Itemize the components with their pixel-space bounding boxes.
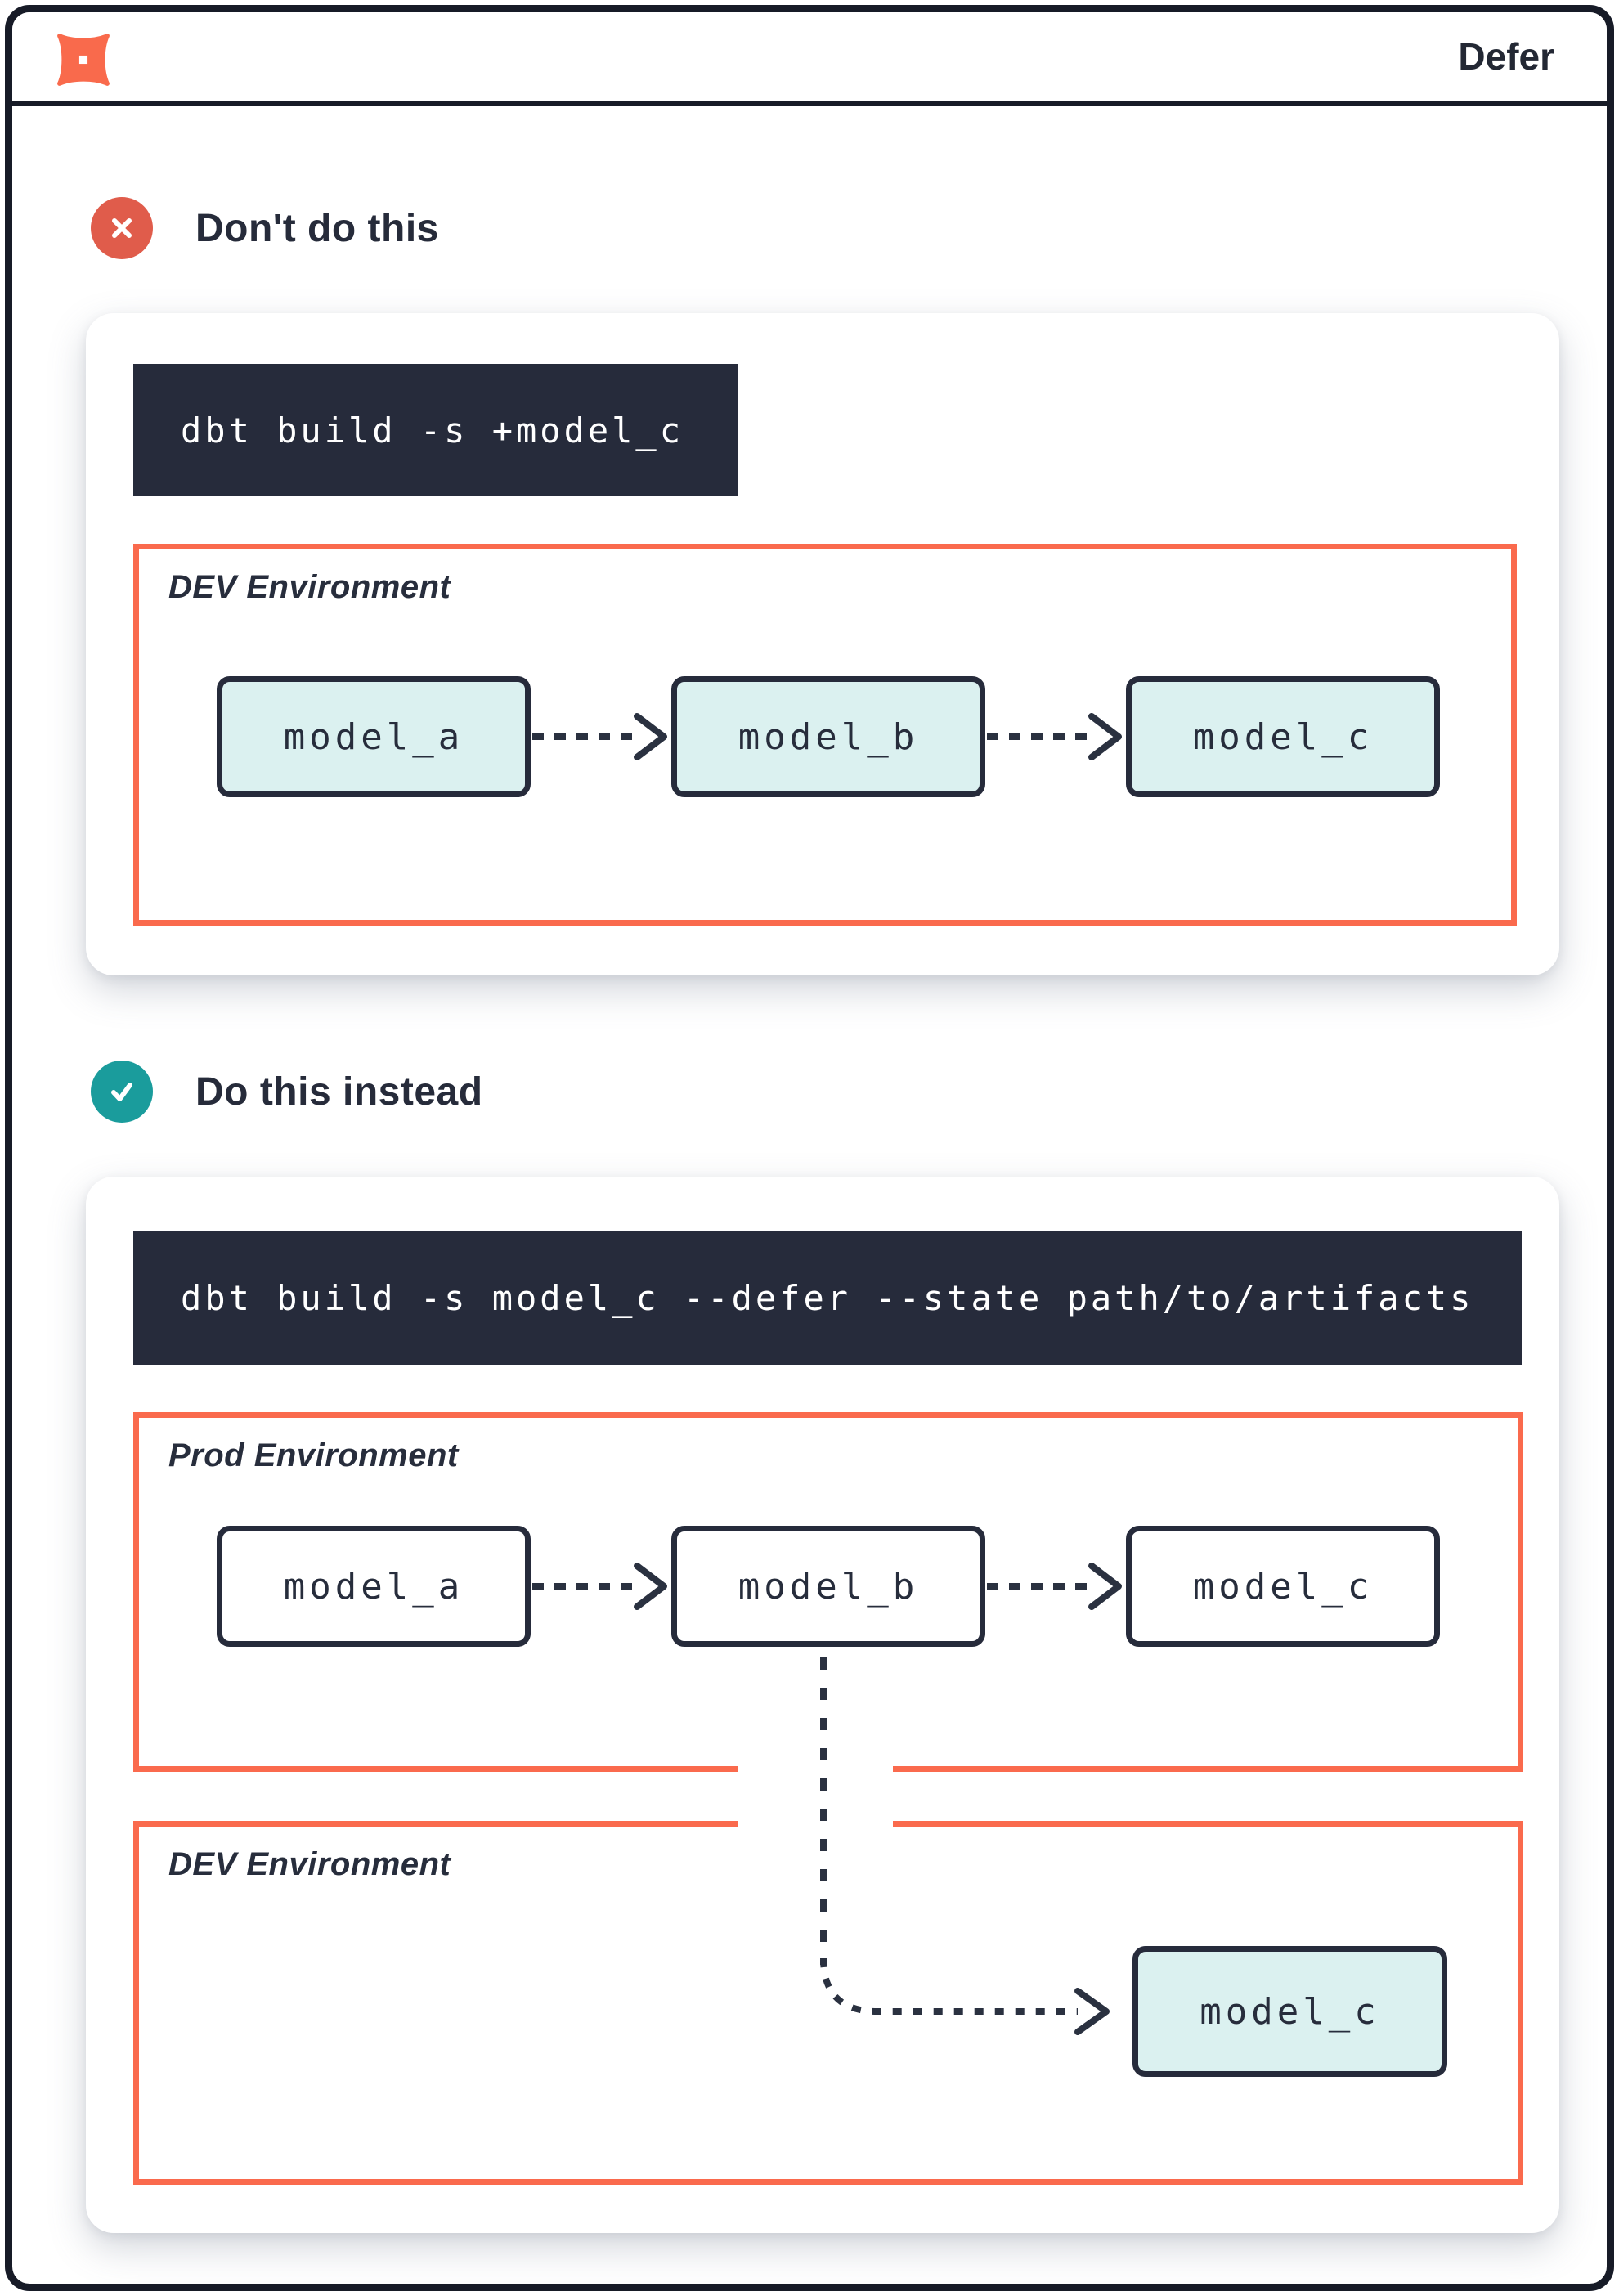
dbt-logo-icon <box>57 34 110 86</box>
environment-label: DEV Environment <box>168 569 451 605</box>
border-gap <box>738 1818 893 1833</box>
dont-card: dbt build -s +model_c DEV Environment mo… <box>86 313 1559 975</box>
section-do-heading: Do this instead <box>91 1061 483 1123</box>
model-node: model_c <box>1126 676 1440 797</box>
dev-environment-box: DEV Environment model_c <box>133 1821 1523 2185</box>
dashed-arrow-icon <box>987 713 1122 760</box>
prod-environment-box: Prod Environment model_a model_b model_c <box>133 1412 1523 1772</box>
border-gap <box>738 1765 893 1779</box>
model-node: model_b <box>671 1526 985 1647</box>
dashed-arrow-icon <box>987 1563 1122 1610</box>
x-circle-icon <box>91 197 153 259</box>
dashed-arrow-icon <box>532 1563 667 1610</box>
dev-environment-box: DEV Environment model_a model_b model_c <box>133 544 1517 926</box>
check-circle-icon <box>91 1061 153 1123</box>
model-node: model_a <box>217 676 531 797</box>
window-frame: Defer Don't do this dbt build -s +model_… <box>5 5 1614 2291</box>
dashed-arrow-icon <box>532 713 667 760</box>
environment-label: Prod Environment <box>168 1437 459 1473</box>
page-title: Defer <box>1458 35 1554 78</box>
model-node: model_c <box>1132 1946 1447 2077</box>
model-node: model_c <box>1126 1526 1440 1647</box>
command-snippet: dbt build -s +model_c <box>133 364 738 496</box>
section-heading-text: Do this instead <box>195 1070 483 1114</box>
model-node: model_a <box>217 1526 531 1647</box>
command-snippet: dbt build -s model_c --defer --state pat… <box>133 1231 1522 1365</box>
model-node: model_b <box>671 676 985 797</box>
do-card: dbt build -s model_c --defer --state pat… <box>86 1177 1559 2233</box>
section-heading-text: Don't do this <box>195 206 439 250</box>
section-dont-heading: Don't do this <box>91 197 439 259</box>
header-bar: Defer <box>12 12 1607 106</box>
environment-label: DEV Environment <box>168 1846 451 1882</box>
